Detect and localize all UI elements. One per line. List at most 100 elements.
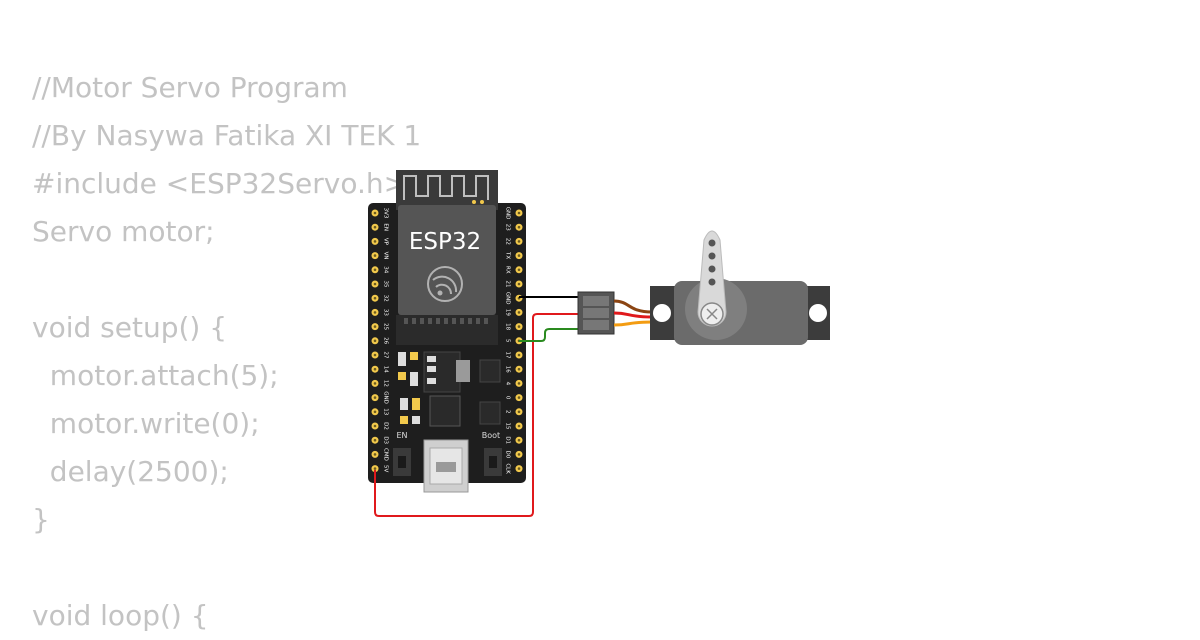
pin-label: 5 (505, 339, 511, 343)
board-components (398, 351, 501, 427)
pin-hole (373, 282, 377, 286)
espressif-logo-icon (427, 266, 463, 302)
wires (374, 296, 580, 517)
pin-hole (373, 268, 377, 272)
pin-label: D3 (383, 436, 389, 444)
code-line: motor.write(0); (32, 407, 260, 440)
power-wire (374, 313, 580, 517)
pin-label: 34 (383, 266, 389, 273)
code-line: #include <ESP32Servo.h> (32, 167, 408, 200)
code-editor-text: //Motor Servo Program //By Nasywa Fatika … (32, 64, 421, 640)
pin-hole (517, 211, 521, 215)
pin-hole (373, 311, 377, 314)
pin-label: 17 (505, 352, 511, 359)
esp32-module-label: ESP32 (409, 229, 481, 255)
pin-hole (373, 211, 377, 215)
pin-hole (373, 339, 377, 343)
code-line: Servo motor; (32, 215, 215, 248)
servo-horn (697, 230, 727, 327)
code-line: //By Nasywa Fatika XI TEK 1 (32, 119, 422, 152)
pin-hole (517, 453, 521, 456)
pin-label: 25 (383, 323, 389, 330)
pin-label: D0 (505, 451, 511, 459)
pin-label: GND (505, 207, 511, 220)
pin-hole (373, 438, 377, 442)
pin-label: 32 (383, 295, 389, 302)
pin-label: 12 (383, 380, 389, 387)
pin-hole (373, 296, 377, 300)
pin-label: EN (383, 223, 389, 231)
pin-hole (517, 240, 521, 243)
pin-hole (373, 367, 377, 371)
pin-label: 0 (505, 396, 511, 400)
pin-label: CLK (505, 463, 511, 474)
pin-label: D1 (505, 436, 511, 444)
pin-hole (517, 396, 521, 399)
pin-hole (373, 240, 377, 243)
pin-label: 21 (505, 281, 511, 288)
pin-hole (517, 367, 521, 371)
servo-mount-hole-left (653, 304, 671, 322)
pin-hole (373, 424, 377, 428)
pin-label: 3V3 (383, 208, 389, 219)
code-line: void loop() { (32, 599, 209, 632)
pin-label: 27 (383, 352, 389, 359)
pin-label: 5V (383, 465, 389, 472)
en-button-label: EN (396, 431, 407, 440)
servo-motor[interactable] (650, 230, 830, 345)
esp32-module-shield (398, 205, 496, 315)
boot-button[interactable] (484, 448, 502, 476)
pin-label: TX (505, 251, 511, 259)
esp32-devkit-board[interactable]: ESP32 (368, 170, 526, 493)
pin-hole (517, 467, 521, 470)
pin-label: D2 (383, 422, 389, 430)
pin-label: CMD (383, 448, 389, 461)
pin-hole (373, 225, 377, 229)
pin-label: VN (383, 252, 389, 260)
pin-label: RX (505, 266, 511, 274)
pin-hole (517, 424, 521, 428)
pin-hole (517, 311, 521, 314)
servo-mount-hole-right (809, 304, 827, 322)
pin-label: 19 (505, 309, 511, 316)
en-button[interactable] (393, 448, 411, 476)
pin-hole (517, 268, 521, 272)
signal-wire (519, 328, 580, 342)
pin-hole (373, 254, 377, 257)
pin-hole (373, 325, 377, 328)
pin-label: 13 (383, 408, 389, 415)
code-line: motor.attach(5); (32, 359, 279, 392)
pin-hole (373, 453, 377, 456)
pin-hole (373, 353, 377, 357)
code-line: //Motor Servo Program (32, 71, 348, 104)
pin-hole (517, 410, 521, 414)
servo-connector[interactable] (577, 291, 615, 335)
pin-hole (517, 353, 521, 357)
pin-label: 22 (505, 238, 511, 245)
pin-hole (517, 254, 521, 257)
pin-label: 16 (505, 366, 511, 373)
pin-hole (517, 382, 521, 385)
pin-hole (373, 396, 377, 399)
pin-hole (373, 382, 377, 385)
pin-label: 2 (505, 410, 511, 414)
left-pin-header: 3V3ENVPVN343532332526271412GND13D2D3CMD5… (371, 208, 389, 472)
pin-label: 14 (383, 366, 389, 373)
pin-hole (517, 282, 521, 286)
pin-hole (517, 438, 521, 442)
pin-label: 33 (383, 309, 389, 316)
pin-label: GND (505, 292, 511, 305)
pin-label: 18 (505, 323, 511, 330)
code-line: delay(2500); (32, 455, 229, 488)
pin-label: 15 (505, 423, 511, 430)
boot-button-label: Boot (482, 431, 500, 440)
pin-hole (373, 467, 377, 470)
pin-hole (373, 410, 377, 414)
pin-label: 26 (383, 337, 389, 344)
pin-label: 23 (505, 224, 511, 231)
pin-hole (517, 225, 521, 229)
usb-port-icon (423, 439, 469, 493)
module-pads (404, 318, 488, 324)
